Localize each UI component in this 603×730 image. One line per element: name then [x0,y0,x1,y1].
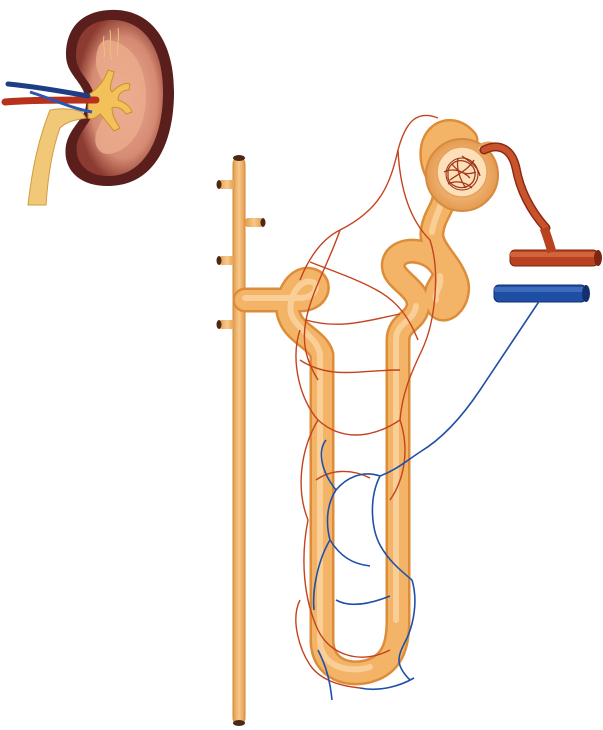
nephron-tubule [245,131,466,673]
artery-tube [510,228,602,266]
renal-vein [8,84,88,96]
collecting-duct [217,155,266,726]
vein-tube [494,285,590,302]
tubule-highlight [245,196,442,669]
peritubular-capillaries-venous [314,300,540,700]
kidney-icon [5,10,174,205]
tubule-body [245,131,466,673]
